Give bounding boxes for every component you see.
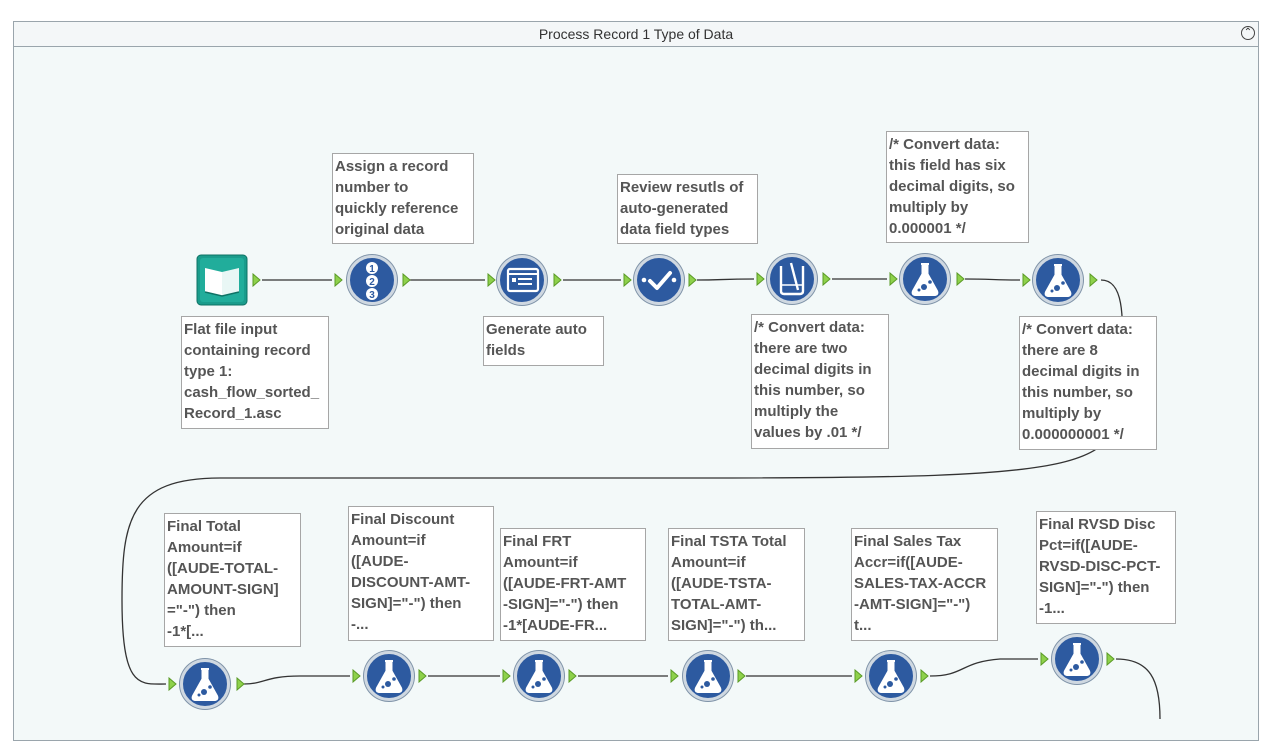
input-anchor[interactable] xyxy=(623,273,633,287)
output-anchor[interactable] xyxy=(688,273,698,287)
output-anchor[interactable] xyxy=(252,273,262,287)
numbered-list-icon: 1 2 3 xyxy=(366,262,378,301)
window-icon xyxy=(506,267,540,293)
note-final-total[interactable]: Final Total Amount=if ([AUDE-TOTAL- AMOU… xyxy=(164,513,301,647)
output-anchor[interactable] xyxy=(920,669,930,683)
collapse-button[interactable]: ⌃ xyxy=(1241,26,1255,40)
container-header: Process Record 1 Type of Data ⌃ xyxy=(14,22,1258,47)
input-anchor[interactable] xyxy=(1022,273,1032,287)
note-convert-six[interactable]: /* Convert data: this field has six deci… xyxy=(886,131,1029,243)
note-final-rvsd[interactable]: Final RVSD Disc Pct=if([AUDE- RVSD-DISC-… xyxy=(1036,511,1176,624)
record-id-tool[interactable]: 1 2 3 xyxy=(347,255,397,305)
input-anchor[interactable] xyxy=(502,669,512,683)
flask-icon xyxy=(525,660,553,693)
input-anchor[interactable] xyxy=(756,272,766,286)
input-data-tool[interactable] xyxy=(196,254,248,306)
input-anchor[interactable] xyxy=(168,677,178,691)
svg-text:3: 3 xyxy=(369,290,375,301)
beaker-icon xyxy=(779,262,805,296)
output-anchor[interactable] xyxy=(822,272,832,286)
input-anchor[interactable] xyxy=(889,272,899,286)
flask-icon xyxy=(911,263,939,296)
connection-wire xyxy=(929,658,1038,677)
output-anchor[interactable] xyxy=(1089,273,1099,287)
formula-tool-3[interactable] xyxy=(1033,255,1083,305)
formula-tool-5[interactable] xyxy=(364,651,414,701)
connection-wire xyxy=(964,278,1021,281)
flask-icon xyxy=(694,660,722,693)
note-select[interactable]: Review resutls of auto-generated data fi… xyxy=(617,174,758,244)
note-input[interactable]: Flat file input containing record type 1… xyxy=(181,316,329,429)
output-anchor[interactable] xyxy=(402,273,412,287)
formula-tool-8[interactable] xyxy=(866,651,916,701)
note-auto-field[interactable]: Generate auto fields xyxy=(483,316,604,366)
output-anchor[interactable] xyxy=(236,677,246,691)
flask-icon xyxy=(1063,643,1091,676)
flask-icon xyxy=(191,668,219,701)
input-anchor[interactable] xyxy=(487,273,497,287)
select-tool[interactable] xyxy=(634,255,684,305)
output-anchor[interactable] xyxy=(737,669,747,683)
svg-text:1: 1 xyxy=(369,264,375,275)
formula-tool-2[interactable] xyxy=(900,254,950,304)
note-final-sales-tax[interactable]: Final Sales Tax Accr=if([AUDE- SALES-TAX… xyxy=(851,528,998,641)
container-title: Process Record 1 Type of Data xyxy=(538,26,734,42)
output-anchor[interactable] xyxy=(418,669,428,683)
input-anchor[interactable] xyxy=(854,669,864,683)
output-anchor[interactable] xyxy=(568,669,578,683)
flask-icon xyxy=(1044,264,1072,297)
note-final-discount[interactable]: Final Discount Amount=if ([AUDE- DISCOUN… xyxy=(348,506,494,641)
book-icon xyxy=(196,254,248,306)
output-anchor[interactable] xyxy=(956,272,966,286)
output-anchor[interactable] xyxy=(553,273,563,287)
note-convert-eight[interactable]: /* Convert data: there are 8 decimal dig… xyxy=(1019,316,1157,450)
input-anchor[interactable] xyxy=(334,273,344,287)
formula-tool-7[interactable] xyxy=(683,651,733,701)
auto-field-tool[interactable] xyxy=(497,255,547,305)
flask-icon xyxy=(877,660,905,693)
formula-tool-1[interactable] xyxy=(767,254,817,304)
note-record-id[interactable]: Assign a record number to quickly refere… xyxy=(332,153,474,244)
connection-wire xyxy=(1115,658,1161,719)
formula-tool-4[interactable] xyxy=(180,659,230,709)
note-final-frt[interactable]: Final FRT Amount=if ([AUDE-FRT-AMT -SIGN… xyxy=(500,528,646,641)
connection-wire xyxy=(696,278,755,281)
checkmark-icon xyxy=(641,271,677,290)
connection-layer xyxy=(121,278,1161,719)
output-anchor[interactable] xyxy=(1106,652,1116,666)
input-anchor[interactable] xyxy=(352,669,362,683)
note-convert-two[interactable]: /* Convert data: there are two decimal d… xyxy=(751,314,889,449)
svg-text:2: 2 xyxy=(369,277,375,288)
connection-wire xyxy=(243,675,350,685)
input-anchor[interactable] xyxy=(670,669,680,683)
input-anchor[interactable] xyxy=(1040,652,1050,666)
flask-icon xyxy=(375,660,403,693)
note-final-tsta[interactable]: Final TSTA Total Amount=if ([AUDE-TSTA- … xyxy=(668,528,805,641)
formula-tool-6[interactable] xyxy=(514,651,564,701)
formula-tool-9[interactable] xyxy=(1052,634,1102,684)
